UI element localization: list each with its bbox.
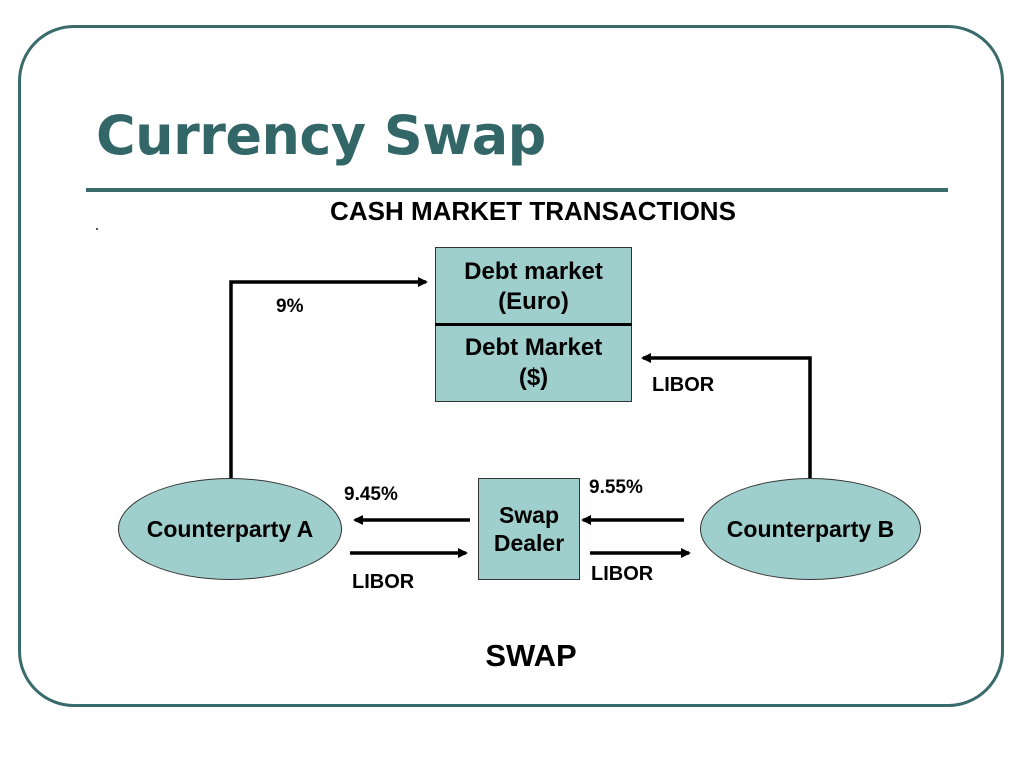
swap-footer-label: SWAP	[485, 638, 577, 673]
slide-title: Currency Swap	[96, 104, 546, 167]
edge-label-dealer-to-a: 9.45%	[344, 484, 398, 505]
arrow-a-to-euro-market	[229, 277, 428, 479]
counterparty-a-node: Counterparty A	[118, 478, 342, 580]
debt-market-euro-label: Debt market (Euro)	[464, 257, 603, 315]
edge-label-a-to-dealer: LIBOR	[352, 571, 415, 593]
diagram-subtitle: CASH MARKET TRANSACTIONS	[330, 196, 736, 226]
market-box-separator	[435, 323, 632, 326]
edge-label-b-to-dealer: 9.55%	[589, 477, 643, 498]
counterparty-b-label: Counterparty B	[726, 515, 895, 542]
counterparty-a-label: Counterparty A	[146, 515, 314, 542]
stray-dot	[96, 228, 98, 230]
edge-label-dealer-to-b: LIBOR	[591, 563, 654, 585]
edge-label-b-to-usd: LIBOR	[652, 374, 715, 396]
arrow-b-to-usd-market	[641, 353, 812, 479]
swap-dealer-label: Swap Dealer	[493, 502, 565, 556]
debt-market-euro-box: Debt market (Euro)	[435, 247, 632, 326]
swap-dealer-box: Swap Dealer	[478, 478, 580, 580]
counterparty-b-node: Counterparty B	[700, 478, 921, 580]
edge-label-a-to-euro: 9%	[276, 296, 304, 317]
debt-market-usd-box: Debt Market ($)	[435, 324, 632, 402]
slide-frame	[18, 25, 1004, 707]
debt-market-usd-label: Debt Market ($)	[464, 334, 603, 391]
title-divider	[86, 188, 948, 192]
